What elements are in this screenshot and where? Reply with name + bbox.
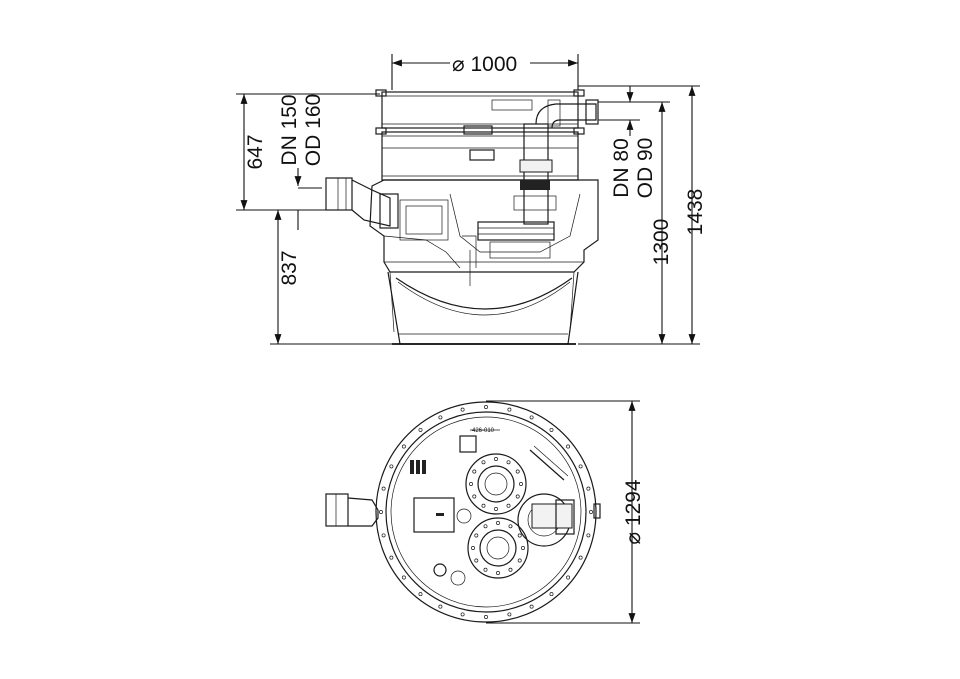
dimension-1294 [486,400,640,624]
dim-1438: 1438 [684,189,707,236]
dim-top-width: ⌀ 1000 [452,53,517,76]
rim-bolt [381,533,386,538]
flange-bolt [483,567,488,572]
flange-bolt [517,558,522,563]
flange-bolt [521,546,525,550]
rim-bolt [418,592,423,597]
flange-bolt [472,469,477,474]
lower-pump-flange [467,517,529,579]
dim-647: 647 [244,134,267,169]
inlet-nominal: DN 150 [278,94,301,165]
dimension-1300 [578,101,700,345]
rim-bolt [438,415,443,420]
inlet-outer: OD 160 [302,94,325,166]
rim-bolt [566,444,571,449]
flange-bolt [508,524,513,529]
rim-bolt [379,510,383,514]
outlet-nominal: DN 80 [610,138,633,198]
rim-bolt [578,464,583,469]
flange-bolt [515,469,520,474]
flange-bolt [472,494,477,499]
flange-bolt [519,482,523,486]
inlet-labels [294,168,322,230]
rim-bolt [507,612,512,617]
rim-bolt [389,464,394,469]
discharge-assembly [517,493,575,547]
part-number-label: 426-010 [472,428,495,434]
rim-bolt [529,604,534,609]
rim-bolt [507,407,512,412]
flange-bolt [515,494,520,499]
flange-bolt [474,558,479,563]
side-elevation [325,89,599,345]
rim-bolt [418,427,423,432]
rim-bolt [389,555,394,560]
rim-bolt [529,415,534,420]
riser-pipe [491,99,599,225]
flange-bolt [494,457,498,461]
rim-bolt [401,444,406,449]
flange-bolt [469,482,473,486]
rim-bolt [438,604,443,609]
rim-bolt [401,575,406,580]
flange-bolt [496,571,500,575]
outlet-outer: OD 90 [634,138,657,199]
inlet-pipe [325,177,399,229]
rim-bolt [549,427,554,432]
rim-bolt [460,407,465,412]
flange-bolt [474,533,479,538]
cover-cylinder [375,89,585,181]
plan-view: 426-010 [325,401,601,623]
rim-bolt [578,555,583,560]
flange-bolt [471,546,475,550]
flange-bolt [481,460,486,465]
flange-bolt [481,503,486,508]
rim-bolt [381,486,386,491]
flange-bolt [508,567,513,572]
flange-bolt [506,460,511,465]
rim-bolt [566,575,571,580]
rim-bolt [484,405,488,409]
flange-bolt [496,521,500,525]
rim-bolt [589,510,593,514]
flange-bolt [483,524,488,529]
upper-pump-flange [465,453,527,515]
rim-bolt [549,592,554,597]
dimension-1438 [578,85,700,344]
flange-bolt [517,533,522,538]
rim-bolt [460,612,465,617]
dim-1300: 1300 [650,219,673,266]
dimension-837 [270,209,392,345]
outlet-dimension [598,86,640,136]
rim-bolt [484,615,488,619]
dim-1294: ⌀ 1294 [622,479,645,545]
flange-bolt [494,507,498,511]
rim-bolt [586,533,591,538]
flange-bolt [506,503,511,508]
sump-bowl [387,271,579,345]
rim-bolt [586,486,591,491]
dim-837: 837 [278,250,301,285]
tank-body [369,179,599,286]
dimension-top-width [391,50,579,90]
